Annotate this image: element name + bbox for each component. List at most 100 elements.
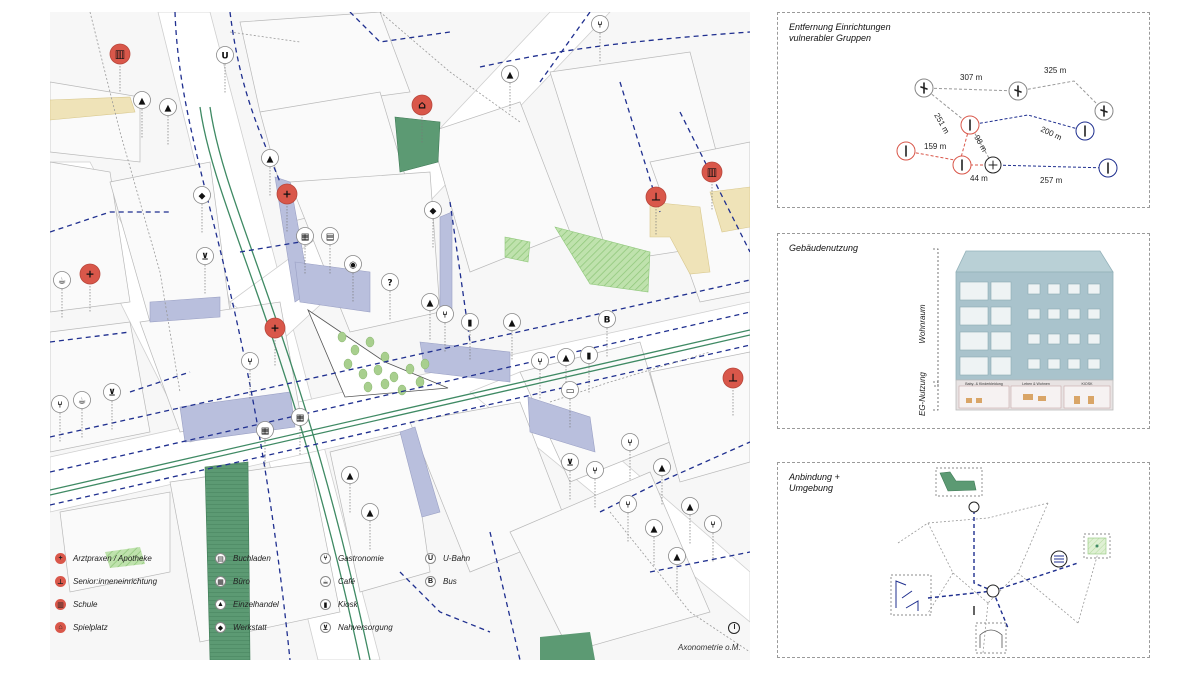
- bag-icon: ▲: [215, 599, 226, 610]
- coffee-icon: ☕: [73, 391, 91, 438]
- cross-icon: +: [79, 263, 101, 312]
- distance-label-4: 200 m: [1039, 125, 1063, 143]
- bag-icon: ▲: [261, 149, 279, 196]
- bottle-icon: ▮: [580, 346, 598, 393]
- walker-icon: ⊥: [55, 576, 66, 587]
- legend-label: Werkstatt: [233, 623, 267, 632]
- cutlery-icon: ⑂: [241, 352, 259, 399]
- legend-label: Café: [338, 577, 355, 586]
- workshop-icon: ◆: [215, 622, 226, 633]
- legend-label: Einzelhandel: [233, 600, 279, 609]
- svg-text:▦: ▦: [301, 233, 310, 243]
- workshop-icon: ◆: [424, 201, 442, 248]
- cutlery-icon: ⑂: [704, 515, 722, 562]
- svg-text:▲: ▲: [139, 97, 146, 107]
- transit-lines: [50, 12, 750, 660]
- svg-text:⑂: ⑂: [627, 439, 632, 449]
- svg-text:◉: ◉: [349, 261, 357, 271]
- distance-label-3: 251 m: [932, 112, 951, 136]
- svg-text:▮: ▮: [587, 352, 592, 362]
- svg-text:▦: ▦: [261, 427, 270, 437]
- cross-icon: +: [276, 183, 298, 232]
- svg-text:▲: ▲: [509, 319, 516, 329]
- bag-icon: ▲: [159, 98, 177, 145]
- svg-text:▮: ▮: [468, 319, 473, 329]
- svg-text:⊻: ⊻: [201, 253, 208, 263]
- legend-item: ⑂ Gastronomie: [320, 553, 384, 564]
- svg-text:▲: ▲: [267, 155, 274, 165]
- office-icon: ▦: [296, 227, 314, 274]
- svg-text:⊥: ⊥: [728, 372, 738, 385]
- legend-label: Senior:inneneinrichtung: [73, 577, 158, 586]
- legend-item: ◆ Werkstatt: [215, 622, 267, 633]
- cutlery-icon: ⑂: [621, 433, 639, 480]
- distance-panel-title: Entfernung Einrichtungen vulnerabler Gru…: [789, 22, 891, 44]
- u-bahn-icon: U: [216, 46, 234, 93]
- svg-text:◆: ◆: [199, 192, 206, 202]
- svg-text:▲: ▲: [687, 503, 694, 513]
- svg-text:⑂: ⑂: [592, 467, 597, 477]
- coffee-icon: ☕: [53, 271, 71, 318]
- school-icon: ▥: [109, 43, 131, 92]
- cross-icon: +: [55, 553, 66, 564]
- distance-diagram: 307 m 325 m 251 m 200 m 159 m 98 m 44 m …: [896, 66, 1118, 185]
- walker-icon: ⊥: [722, 367, 744, 416]
- upper-usage-label: Wohnraum: [918, 304, 927, 343]
- distance-label-2: 325 m: [1044, 66, 1067, 75]
- svg-text:⑂: ⑂: [537, 358, 542, 368]
- distance-label-8: 257 m: [1040, 176, 1063, 185]
- playground-icon: ⌂: [55, 622, 66, 633]
- unknown-icon: ?: [381, 273, 399, 320]
- connect-title-line1: Anbindung +: [789, 472, 840, 482]
- cutlery-icon: ⑂: [586, 461, 604, 508]
- connect-panel-title: Anbindung + Umgebung: [789, 472, 840, 494]
- svg-text:⑂: ⑂: [442, 311, 447, 321]
- svg-text:⑂: ⑂: [57, 401, 62, 411]
- bag-icon: ▲: [653, 458, 671, 505]
- svg-text:⊥: ⊥: [651, 191, 661, 204]
- workshop-icon: ◆: [193, 186, 211, 233]
- legend-item: ▥Schule: [55, 599, 97, 610]
- building-elevation: Wohnraum EG-Nutzung Baby- & Kinderkleidu…: [918, 248, 1114, 416]
- cutlery-icon: ⑂: [591, 15, 609, 62]
- legend-item: ▲ Einzelhandel: [215, 599, 279, 610]
- cross-icon: +: [264, 317, 286, 366]
- svg-text:▲: ▲: [659, 464, 666, 474]
- legend-label: Nahversorgung: [338, 623, 393, 632]
- cutlery-icon: ⑂: [619, 495, 637, 542]
- svg-text:▲: ▲: [347, 472, 354, 482]
- shop-sign-1: Baby- & Kinderkleidung: [965, 382, 1003, 386]
- svg-text:⑂: ⑂: [625, 501, 630, 511]
- building-usage-panel: Gebäudenutzung Wohnraum EG-Nutzung Baby-…: [777, 233, 1150, 429]
- usage-panel-title: Gebäudenutzung: [789, 243, 859, 253]
- glass-icon: ⑂: [51, 395, 69, 442]
- bottle-icon: ▮: [461, 313, 479, 360]
- cutlery-icon: ⑂: [320, 553, 331, 564]
- shop-sign-2: Leben & Wohnen: [1022, 382, 1050, 386]
- office-icon: ▦: [256, 421, 274, 468]
- coffee-icon: ☕: [320, 576, 331, 587]
- svg-text:⊻: ⊻: [566, 459, 573, 469]
- park-trees: [337, 331, 430, 396]
- distance-title-line1: Entfernung Einrichtungen: [789, 22, 891, 32]
- sand-areas: [50, 96, 750, 275]
- legend-label: Gastronomie: [338, 554, 384, 563]
- svg-text:▦: ▦: [296, 414, 305, 424]
- legend-item: +Arztpraxen / Apotheke: [55, 553, 152, 564]
- connectivity-panel: Anbindung + Umgebung: [777, 462, 1150, 658]
- bus-icon: B: [598, 310, 616, 357]
- bag-icon: ▲: [501, 65, 519, 112]
- svg-text:▲: ▲: [367, 509, 374, 519]
- svg-text:⊻: ⊻: [108, 389, 115, 399]
- bag-icon: ▲: [668, 547, 686, 594]
- cutlery-icon: ⑂: [436, 305, 454, 352]
- map-drawing: ▥▥U⑂▲▲▲⌂▲+◆▦▤◆⊥⊻+☕◉?▲⑂▮▲B+⑂⑂▲▮⊥▭⑂☕⊻▦▦⑂▲⊻…: [50, 12, 750, 660]
- map-legend: +Arztpraxen / Apotheke ⊥ Senior:inneneinri…: [55, 553, 470, 653]
- legend-item: ▮Kiosk: [320, 599, 358, 610]
- svg-text:▲: ▲: [507, 71, 514, 81]
- walker-icon: ⊥: [645, 186, 667, 235]
- book-icon: ▤: [321, 227, 339, 274]
- svg-text:⌂: ⌂: [418, 99, 426, 112]
